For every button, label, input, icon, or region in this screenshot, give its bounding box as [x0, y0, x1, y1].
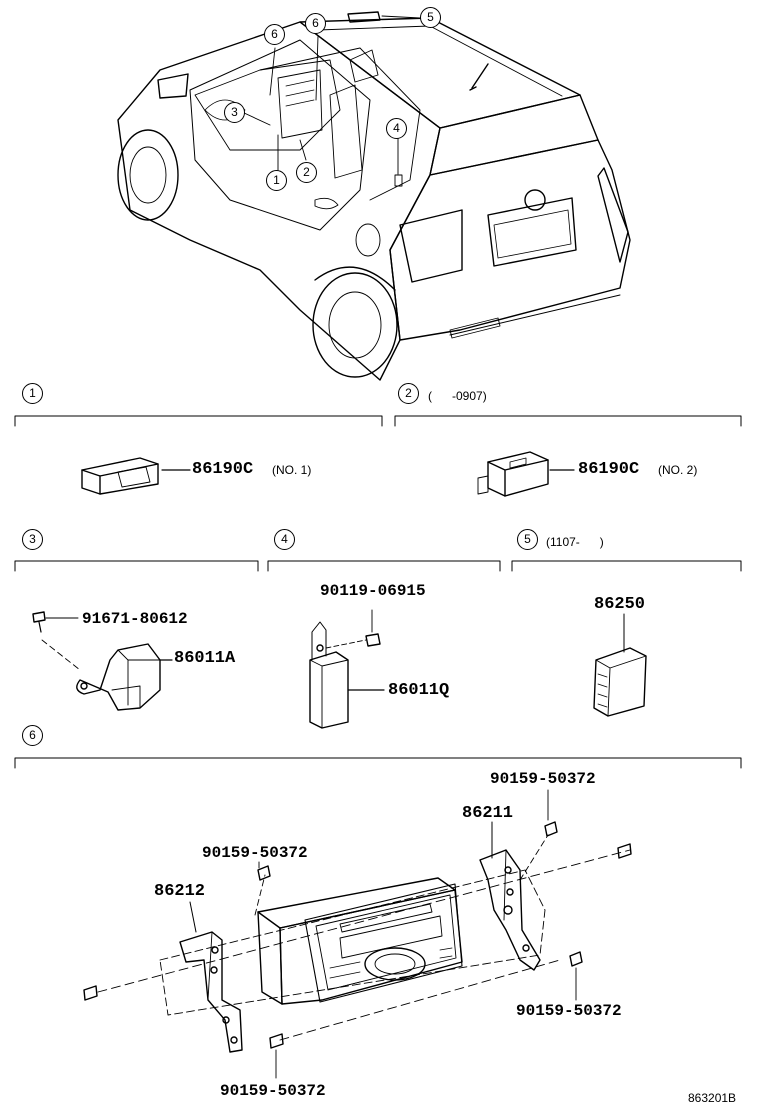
part-note-no1: (NO. 1) — [272, 463, 312, 477]
part-label-90159-50372-top-left: 90159-50372 — [202, 844, 308, 862]
part-label-90159-50372-top-right: 90159-50372 — [490, 770, 596, 788]
part-note-no2: (NO. 2) — [658, 463, 698, 477]
callout-5: 5 — [420, 7, 441, 28]
part-radio-assembly-drawing — [83, 789, 632, 1079]
part-label-91671-80612: 91671-80612 — [82, 610, 188, 628]
section-brackets — [14, 415, 742, 769]
part-86011q-drawing — [309, 609, 385, 729]
part-86250-drawing — [593, 613, 647, 717]
section-2-number: 2 — [398, 383, 419, 404]
part-label-90159-50372-bottom-right: 90159-50372 — [516, 1002, 622, 1020]
callout-3: 3 — [224, 102, 245, 123]
part-86190c-no2-drawing — [477, 451, 575, 497]
callout-6b: 6 — [305, 13, 326, 34]
part-label-86250: 86250 — [594, 595, 646, 614]
section-5-number: 5 — [517, 529, 538, 550]
part-86011a-drawing — [32, 611, 173, 711]
part-label-86011q: 86011Q — [388, 681, 450, 700]
section-1-number: 1 — [22, 383, 43, 404]
part-label-86212: 86212 — [154, 882, 206, 901]
part-label-86011a: 86011A — [174, 649, 236, 668]
section-4-number: 4 — [274, 529, 295, 550]
part-label-90159-50372-bottom-left: 90159-50372 — [220, 1082, 326, 1100]
part-86190c-no1-drawing — [81, 457, 191, 495]
callout-2: 2 — [296, 162, 317, 183]
section-3-number: 3 — [22, 529, 43, 550]
vehicle-illustration — [117, 11, 631, 381]
part-label-86190c-no1: 86190C — [192, 460, 254, 479]
part-label-86190c-no2: 86190C — [578, 460, 640, 479]
callout-4: 4 — [386, 118, 407, 139]
callout-1: 1 — [266, 170, 287, 191]
diagram-code: 863201B — [688, 1091, 737, 1105]
section-2-note: ( -0907) — [428, 389, 487, 403]
callout-6a: 6 — [264, 24, 285, 45]
part-label-90119-06915: 90119-06915 — [320, 582, 426, 600]
section-5-note: (1107- ) — [546, 535, 604, 549]
part-label-86211: 86211 — [462, 804, 514, 823]
section-6-number: 6 — [22, 725, 43, 746]
